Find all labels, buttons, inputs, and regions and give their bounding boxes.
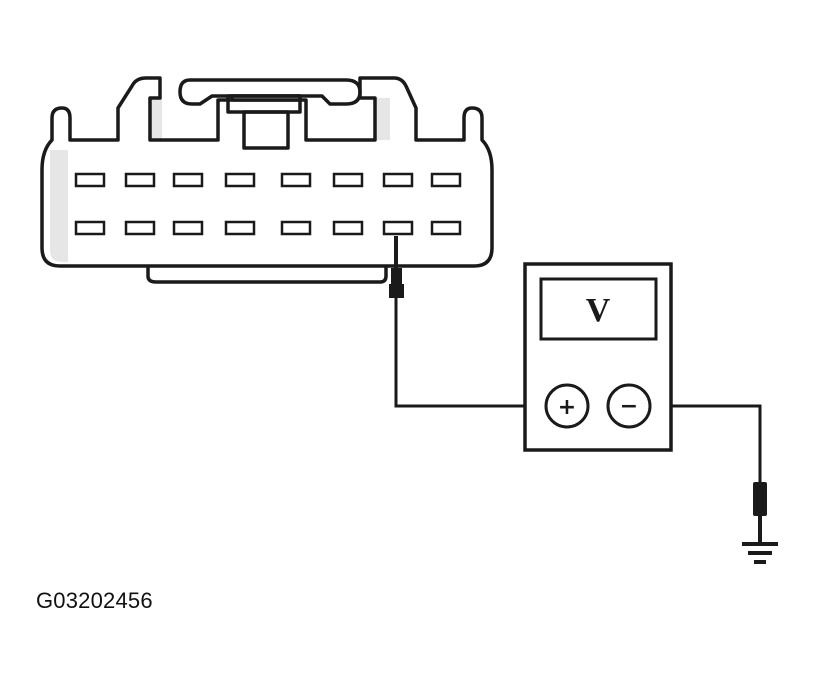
pin-cavity-r2-c8 — [430, 220, 462, 236]
pin-cavity-r2-c5 — [280, 220, 312, 236]
connector-latch — [178, 78, 362, 106]
pin-cavity-r2-c4 — [224, 220, 256, 236]
pin-cavities — [74, 172, 462, 236]
probe-needle — [394, 236, 398, 270]
ground-bar-1 — [742, 542, 778, 546]
ground-clip-stem — [758, 516, 762, 542]
pin-cavity-r1-c6 — [332, 172, 364, 188]
connector-bottom-ledge — [146, 266, 388, 284]
positive-terminal-label: + — [558, 395, 576, 420]
ground-bar-2 — [748, 551, 772, 555]
probe-tip — [391, 268, 402, 298]
positive-terminal — [544, 383, 590, 429]
ground-bar-3 — [754, 560, 766, 564]
pin-cavity-r1-c7 — [382, 172, 414, 188]
pin-cavity-r1-c2 — [124, 172, 156, 188]
probe-tip-icon — [389, 236, 404, 298]
connector-lock-block — [242, 110, 290, 150]
voltmeter-display — [539, 277, 658, 341]
probe-sleeve — [389, 284, 404, 298]
negative-terminal-label: − — [620, 394, 638, 419]
pin-cavity-r1-c3 — [172, 172, 204, 188]
negative-lead-wire — [650, 404, 762, 482]
pin-cavity-r1-c8 — [430, 172, 462, 188]
pin-cavity-r2-c7 — [382, 220, 414, 236]
voltmeter: V + − — [523, 262, 673, 452]
positive-lead-wire — [394, 298, 546, 408]
test-leads — [394, 298, 762, 482]
pin-cavity-r2-c3 — [172, 220, 204, 236]
connector — [40, 76, 494, 284]
pin-cavity-r1-c5 — [280, 172, 312, 188]
figure-id-label: G03202456 — [36, 588, 153, 613]
voltmeter-display-label: V — [586, 292, 611, 329]
connector-lock-head — [226, 94, 302, 114]
pin-cavity-r2-c2 — [124, 220, 156, 236]
pin-cavity-r2-c6 — [332, 220, 364, 236]
pin-cavity-r2-c1 — [74, 220, 106, 236]
connector-shell — [40, 76, 494, 268]
pin-cavity-r1-c1 — [74, 172, 106, 188]
negative-terminal — [606, 383, 652, 429]
ground-symbol-icon — [742, 482, 778, 564]
pin-cavity-r1-c4 — [224, 172, 256, 188]
ground-clip — [753, 482, 767, 516]
